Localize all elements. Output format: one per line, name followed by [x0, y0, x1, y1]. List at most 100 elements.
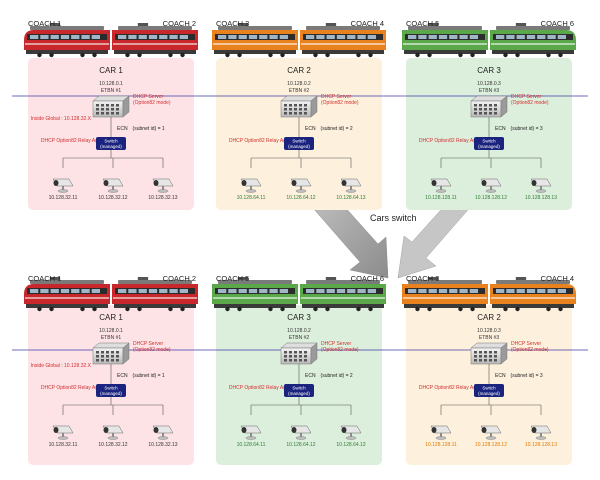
train-underframe — [214, 50, 296, 54]
train-stripe — [113, 43, 197, 45]
train-stripe — [213, 297, 297, 299]
ip-camera-icon — [102, 178, 124, 193]
train-roof — [306, 26, 380, 30]
train-window — [259, 35, 268, 39]
train-window — [218, 35, 227, 39]
pantograph — [49, 277, 61, 280]
coach-label: COACH 2 — [163, 19, 196, 28]
train-window — [326, 289, 335, 293]
etbn-name: ETBN #2 — [289, 335, 310, 341]
train-window — [516, 35, 525, 39]
train-wheel — [427, 52, 432, 58]
train-underframe — [492, 304, 574, 308]
managed-switch — [96, 137, 126, 150]
train-stripe — [25, 297, 109, 299]
ip-camera-icon — [340, 425, 362, 440]
router-port — [294, 108, 297, 111]
router-port — [101, 355, 104, 358]
train-window — [71, 35, 80, 39]
camera-lens — [481, 427, 487, 433]
dhcp-server-label: DHCP Server — [321, 341, 352, 347]
camera-base — [157, 189, 169, 193]
train-underframe — [214, 304, 296, 308]
ecn-label: ECN (subnet id) = 1 — [117, 373, 165, 379]
camera-lens — [481, 180, 487, 186]
train-window — [269, 289, 278, 293]
train-wheel — [180, 52, 185, 58]
router-port — [299, 355, 302, 358]
train-window — [238, 289, 247, 293]
dhcp-server-mode: (Option82 mode) — [321, 347, 359, 353]
train-window — [228, 289, 237, 293]
router-port — [479, 108, 482, 111]
router-port — [494, 355, 497, 358]
router-port — [289, 108, 292, 111]
camera-lens — [153, 427, 159, 433]
train-roof — [496, 26, 570, 30]
etbn-name: ETBN #2 — [289, 88, 310, 94]
train-window — [159, 35, 168, 39]
pantograph — [515, 277, 527, 280]
router-port — [484, 108, 487, 111]
router-port — [284, 108, 287, 111]
device-ip-label: 10.128.64.11 — [237, 442, 266, 448]
train-wheel — [280, 306, 285, 312]
dhcp-server-mode: (Option82 mode) — [511, 100, 549, 106]
train-coach — [112, 23, 198, 58]
camera-base — [345, 436, 357, 440]
camera-mount — [250, 186, 252, 190]
relay-agent-label: DHCP Option82 Relay Agent — [419, 138, 484, 144]
train-window — [557, 35, 566, 39]
etbn-name: ETBN #1 — [101, 335, 122, 341]
pantograph — [427, 23, 439, 26]
router-port — [474, 351, 477, 354]
router-port — [284, 359, 287, 362]
ip-camera-icon — [480, 425, 502, 440]
switch-label: Switch — [292, 386, 306, 391]
device-ip-label: 10.128.128.13 — [525, 442, 557, 448]
pantograph — [49, 23, 61, 26]
train-coach — [300, 23, 386, 58]
ip-camera-icon — [240, 178, 262, 193]
camera-base — [295, 436, 307, 440]
train-wheel — [458, 52, 463, 58]
router-port — [106, 112, 109, 115]
train-wheel — [558, 52, 563, 58]
inside-global-label: Inside Global : 10.128.32.X — [31, 363, 92, 369]
switch-mode-label: (managed) — [478, 391, 500, 396]
train-window — [60, 289, 70, 293]
router-port — [299, 112, 302, 115]
train-window — [547, 289, 556, 293]
router-port — [289, 359, 292, 362]
router-port — [111, 112, 114, 115]
etbn-name: ETBN #1 — [101, 88, 122, 94]
dhcp-server-mode: (Option82 mode) — [511, 347, 549, 353]
router-port — [299, 351, 302, 354]
train-window — [169, 289, 178, 293]
train-stripe — [113, 297, 197, 299]
train-wheel — [49, 306, 54, 312]
router-port — [479, 355, 482, 358]
dhcp-server-mode: (Option82 mode) — [133, 347, 171, 353]
camera-lens — [53, 180, 59, 186]
router-port — [494, 108, 497, 111]
ip-camera-icon — [290, 425, 312, 440]
train-window — [40, 35, 49, 39]
train-window — [148, 35, 158, 39]
router-port — [474, 355, 477, 358]
train-stripe — [491, 297, 575, 299]
device-ip-label: 10.128.128.11 — [425, 442, 457, 448]
train-window — [449, 35, 458, 39]
router-side — [122, 95, 130, 118]
device-ip-label: 10.128.64.12 — [286, 442, 315, 448]
camera-mount — [162, 186, 164, 190]
camera-lens — [103, 180, 109, 186]
train-coach — [212, 23, 298, 58]
switch-label: Switch — [482, 139, 496, 144]
train-wheel — [503, 306, 508, 312]
etbn-ip: 10.128.0.2 — [287, 81, 311, 87]
router-port — [479, 359, 482, 362]
router-port — [101, 112, 104, 115]
train-window — [138, 289, 147, 293]
relay-agent-label: DHCP Option82 Relay Agent — [41, 385, 106, 391]
